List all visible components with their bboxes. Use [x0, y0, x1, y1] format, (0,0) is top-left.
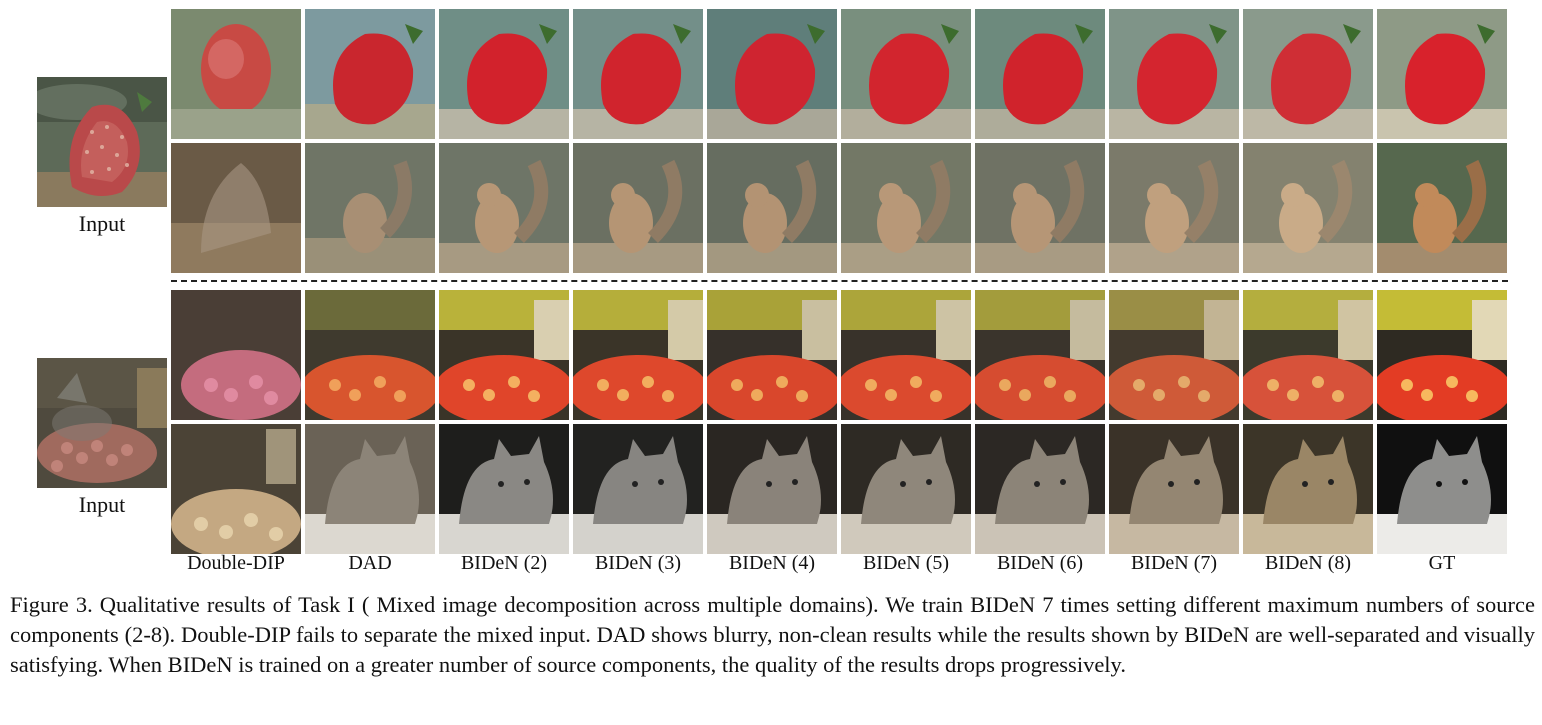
result-strawberry-biden-3 [573, 9, 703, 139]
result-row-fruit-market [171, 290, 1508, 420]
input-image-market-cat [37, 358, 167, 488]
result-cat-gt [1377, 424, 1507, 554]
result-squirrel-biden-5 [841, 143, 971, 273]
input-block-top: Input [37, 77, 167, 237]
column-label-dad: DAD [348, 552, 392, 574]
column-label-biden-2: BIDeN (2) [460, 552, 548, 574]
result-squirrel-double-dip [171, 143, 301, 273]
result-squirrel-biden-7 [1109, 143, 1239, 273]
result-market-biden-6 [975, 290, 1105, 420]
result-strawberry-gt [1377, 9, 1507, 139]
result-strawberry-double-dip [171, 9, 301, 139]
result-row-cat [171, 424, 1508, 554]
column-labels: Double-DIP DAD BIDeN (2) BIDeN (3) BIDeN… [171, 552, 1507, 575]
result-row-strawberry [171, 9, 1508, 139]
input-image-strawberry-squirrel [37, 77, 167, 207]
input-label: Input [78, 211, 126, 236]
column-label-biden-5: BIDeN (5) [862, 552, 950, 574]
result-cat-biden-8 [1243, 424, 1373, 554]
result-market-biden-8 [1243, 290, 1373, 420]
column-label-double-dip: Double-DIP [187, 552, 285, 574]
result-squirrel-biden-6 [975, 143, 1105, 273]
result-market-biden-4 [707, 290, 837, 420]
result-market-biden-2 [439, 290, 569, 420]
result-cat-biden-3 [573, 424, 703, 554]
section-divider [171, 280, 1508, 282]
result-cat-biden-4 [707, 424, 837, 554]
column-label-biden-6: BIDeN (6) [996, 552, 1084, 574]
figure-caption: Figure 3. Qualitative results of Task I … [10, 592, 1535, 677]
result-strawberry-biden-5 [841, 9, 971, 139]
result-market-biden-7 [1109, 290, 1239, 420]
result-row-squirrel [171, 143, 1508, 273]
result-cat-double-dip [171, 424, 301, 554]
result-cat-biden-2 [439, 424, 569, 554]
result-market-double-dip [171, 290, 301, 420]
result-squirrel-gt [1377, 143, 1507, 273]
result-market-dad [305, 290, 435, 420]
result-cat-biden-7 [1109, 424, 1239, 554]
column-label-biden-8: BIDeN (8) [1264, 552, 1352, 574]
result-strawberry-biden-2 [439, 9, 569, 139]
result-market-biden-5 [841, 290, 971, 420]
result-cat-biden-6 [975, 424, 1105, 554]
result-squirrel-biden-8 [1243, 143, 1373, 273]
result-strawberry-biden-8 [1243, 9, 1373, 139]
column-label-biden-7: BIDeN (7) [1130, 552, 1218, 574]
input-block-bottom: Input [37, 358, 167, 518]
result-squirrel-dad [305, 143, 435, 273]
result-cat-biden-5 [841, 424, 971, 554]
input-label: Input [78, 492, 126, 517]
result-cat-dad [305, 424, 435, 554]
result-strawberry-dad [305, 9, 435, 139]
result-market-biden-3 [573, 290, 703, 420]
results-grid-top [171, 9, 1508, 273]
column-label-biden-4: BIDeN (4) [728, 552, 816, 574]
column-label-gt: GT [1428, 552, 1456, 574]
result-squirrel-biden-4 [707, 143, 837, 273]
result-strawberry-biden-7 [1109, 9, 1239, 139]
results-grid-bottom [171, 290, 1508, 554]
result-squirrel-biden-3 [573, 143, 703, 273]
result-strawberry-biden-6 [975, 9, 1105, 139]
result-squirrel-biden-2 [439, 143, 569, 273]
column-label-biden-3: BIDeN (3) [594, 552, 682, 574]
result-market-gt [1377, 290, 1507, 420]
result-strawberry-biden-4 [707, 9, 837, 139]
